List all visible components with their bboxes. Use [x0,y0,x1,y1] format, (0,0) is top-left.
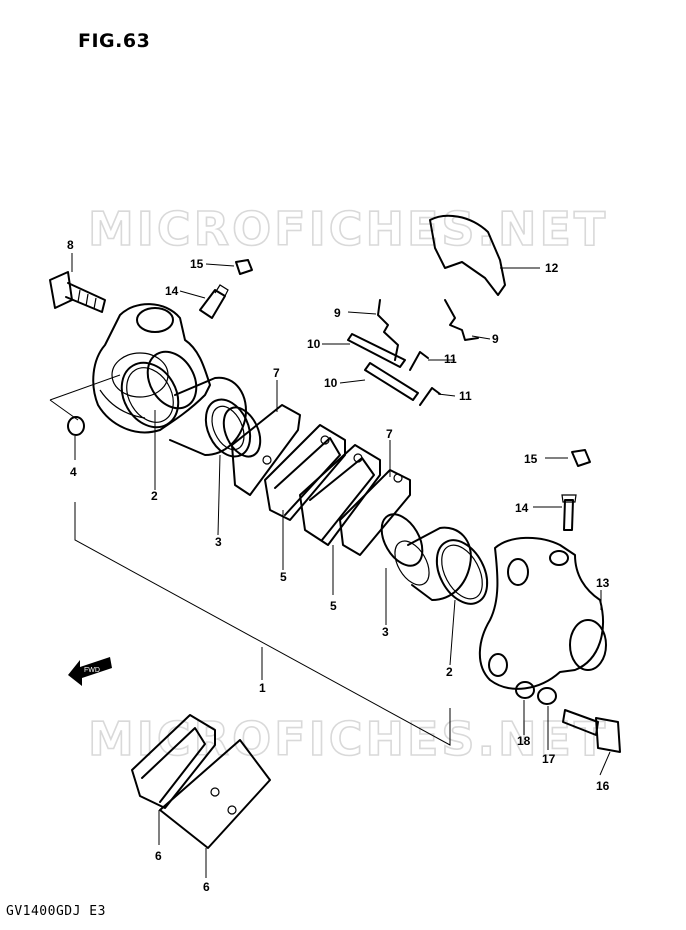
callout-2-left: 2 [151,489,158,503]
pad-spring-left [377,299,399,361]
callout-3-right: 3 [382,625,389,639]
callout-6-lower: 6 [203,880,210,894]
callout-10-upper: 10 [307,337,321,351]
callout-10-lower: 10 [324,376,338,390]
forward-arrow-icon: FWD [68,657,112,686]
callout-16: 16 [596,779,610,793]
mounting-bolt-8 [49,271,106,313]
pad-pin-lower [364,362,419,401]
callout-7-right: 7 [386,427,393,441]
shim-left [231,404,301,496]
caliper-body-right [478,536,607,690]
callout-14-right: 14 [515,501,529,515]
pad-pin-upper [347,333,406,368]
piston-seal-right [435,539,489,605]
pin-clip-upper [409,351,429,371]
callout-1: 1 [259,681,266,695]
caliper-cover [429,214,506,296]
bleeder-cap-top [235,259,253,275]
callout-7-left: 7 [273,366,280,380]
piston-right [394,526,472,601]
washer-18 [515,681,535,699]
callout-11-upper: 11 [444,352,457,366]
bleeder-cap-right [571,449,591,467]
callout-15-top: 15 [190,257,204,271]
callout-13: 13 [596,576,610,590]
piston-left [169,376,252,458]
callout-11-lower: 11 [459,389,472,403]
pin-clip-lower [419,387,441,406]
piston-seal-left [120,350,198,429]
callout-9-left: 9 [334,306,341,320]
caliper-body-left [92,303,211,434]
brake-pad-left [264,424,346,521]
callout-14-top: 14 [165,284,179,298]
brake-pad-right [299,444,381,546]
callout-5-left: 5 [280,570,287,584]
callout-labels: 1 2 2 3 3 4 5 5 6 6 7 7 8 9 9 10 10 11 1… [67,238,610,894]
callout-12: 12 [545,261,559,275]
brake-pad-6b [159,739,271,849]
dust-seal-right [380,513,424,567]
nut-4 [67,416,85,436]
callout-4: 4 [70,465,77,479]
figure-title: FIG.63 [78,30,151,52]
callout-3-left: 3 [215,535,222,549]
callout-6-upper: 6 [155,849,162,863]
model-code: GV1400GDJ E3 [6,904,106,919]
fwd-label: FWD [84,667,100,674]
bleeder-screw-right [561,494,577,531]
watermark-top: MICROFICHES.NET [88,202,608,256]
watermark-bottom: MICROFICHES.NET [88,712,608,766]
callout-15-right: 15 [524,452,538,466]
mounting-bolt-16 [562,709,621,753]
pad-spring-right [444,299,479,341]
callout-5-right: 5 [330,599,337,613]
bleeder-screw-top [199,284,229,319]
washer-17 [537,687,557,705]
callout-18: 18 [517,734,531,748]
callout-17: 17 [542,752,556,766]
leader-lines [49,253,611,878]
callout-8: 8 [67,238,74,252]
assembly-bracket [74,502,451,746]
callout-2-right: 2 [446,665,453,679]
brake-pad-6a [131,714,216,809]
callout-9-right: 9 [492,332,499,346]
